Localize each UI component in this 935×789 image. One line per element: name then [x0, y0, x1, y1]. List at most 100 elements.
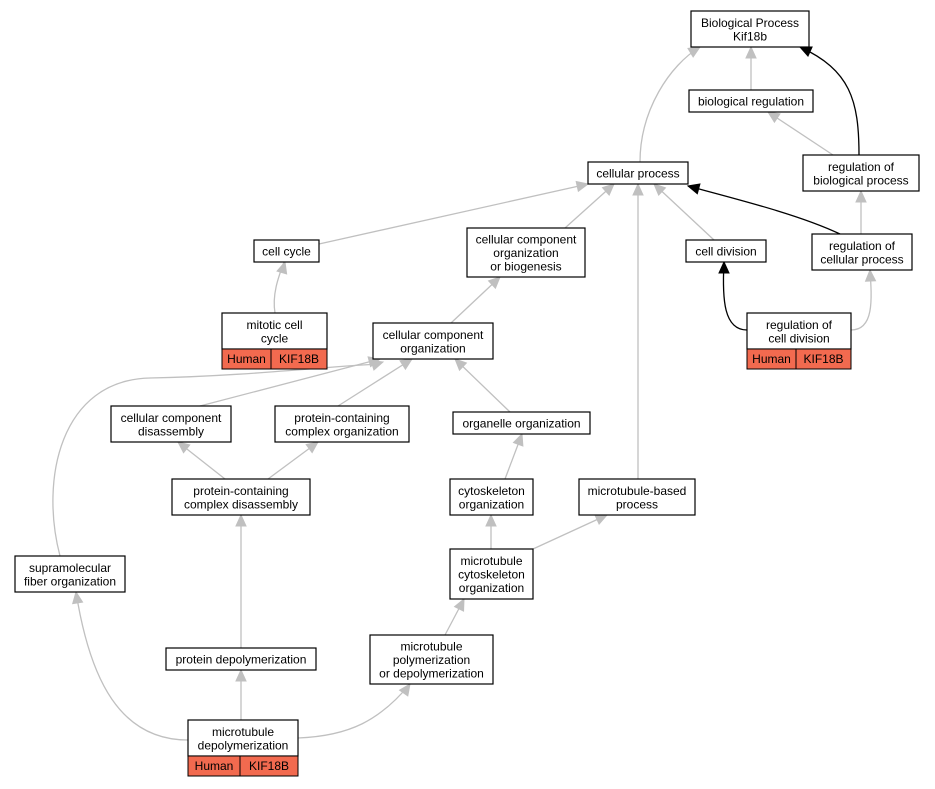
node-label: cellular process: [596, 167, 679, 181]
edge-line: [297, 683, 411, 739]
go-term-node[interactable]: cellular process: [587, 161, 689, 185]
edge-arrowhead: [487, 276, 501, 290]
node-label: regulation of: [828, 160, 895, 174]
edge-arrowhead: [855, 189, 867, 203]
edge-arrowhead: [235, 668, 247, 682]
edge-arrowhead: [653, 183, 667, 197]
gene-label: KIF18B: [279, 352, 319, 366]
node-label: cellular component: [476, 233, 577, 247]
node-label: protein-containing: [193, 484, 288, 498]
node-label: regulation of: [829, 239, 896, 253]
node-label: cytoskeleton: [458, 484, 525, 498]
node-box: [165, 647, 317, 671]
edge-arrowhead: [305, 441, 319, 454]
edge-line: [337, 358, 413, 407]
edge-arrowhead: [454, 358, 468, 372]
edge-arrowhead: [632, 182, 644, 196]
node-label: cell cycle: [262, 245, 311, 259]
edge-arrowhead: [399, 358, 414, 371]
node-label: process: [616, 497, 658, 511]
node-box: [811, 233, 913, 271]
node-label: complex disassembly: [184, 497, 298, 511]
edge-arrowhead: [745, 45, 757, 59]
node-label: organization: [459, 581, 524, 595]
edge-arrowhead: [601, 183, 615, 196]
go-term-node[interactable]: protein depolymerization: [165, 647, 317, 671]
edge-line: [75, 591, 189, 741]
edge-line: [799, 46, 860, 156]
edge-arrowhead: [512, 432, 524, 447]
go-term-node[interactable]: cell division: [685, 239, 767, 263]
node-label: microtubule: [400, 640, 462, 654]
edge-line: [653, 183, 715, 241]
node-box: [449, 548, 534, 600]
node-box: [274, 405, 410, 443]
node-label: cell division: [695, 245, 756, 259]
edge-line: [318, 183, 589, 245]
edges: [52, 45, 877, 741]
node-label: microtubule: [460, 554, 522, 568]
node-box: [746, 312, 852, 350]
node-box: [14, 555, 126, 593]
node-label: cellular component: [121, 411, 222, 425]
node-box: [688, 89, 814, 113]
go-term-node[interactable]: biological regulation: [688, 89, 814, 113]
node-box: [685, 239, 767, 263]
edge-line: [454, 358, 511, 413]
edge-arrowhead: [766, 111, 781, 124]
node-label: organization: [400, 341, 465, 355]
edge-line: [767, 111, 834, 156]
node-box: [372, 322, 494, 360]
node-label: depolymerization: [198, 738, 289, 752]
gene-cell: [270, 348, 328, 370]
node-label: microtubule-based: [588, 484, 687, 498]
node-box: [802, 154, 920, 192]
node-label: cell division: [768, 331, 829, 345]
edge-arrowhead: [453, 597, 465, 612]
edge-line: [687, 185, 841, 235]
gene-cell: [795, 348, 852, 370]
node-box: [449, 478, 534, 516]
node-label: biological regulation: [698, 95, 804, 109]
species-label: Human: [195, 759, 234, 773]
node-label: supramolecular: [29, 561, 111, 575]
species-label: Human: [752, 352, 791, 366]
node-box: [171, 478, 311, 516]
edge-line: [532, 514, 608, 550]
node-label: organization: [459, 497, 524, 511]
edge-arrowhead: [485, 513, 497, 527]
go-term-node[interactable]: cell cycle: [253, 239, 320, 263]
node-box: [221, 312, 328, 350]
edge-arrowhead: [594, 514, 609, 526]
node-box: [253, 239, 320, 263]
go-term-node[interactable]: organelle organization: [452, 411, 591, 435]
edge-arrowhead: [686, 183, 701, 195]
edge-line: [52, 363, 381, 557]
gene-label: KIF18B: [803, 352, 843, 366]
edge-arrowhead: [687, 46, 702, 58]
node-label: cellular component: [383, 328, 484, 342]
node-label: protein-containing: [294, 411, 389, 425]
edge-arrowhead: [71, 590, 84, 605]
node-label: or biogenesis: [490, 260, 561, 274]
node-box: [369, 634, 494, 685]
node-box: [690, 10, 810, 48]
node-label: cytoskeleton: [458, 568, 525, 582]
edge-arrowhead: [177, 441, 191, 454]
